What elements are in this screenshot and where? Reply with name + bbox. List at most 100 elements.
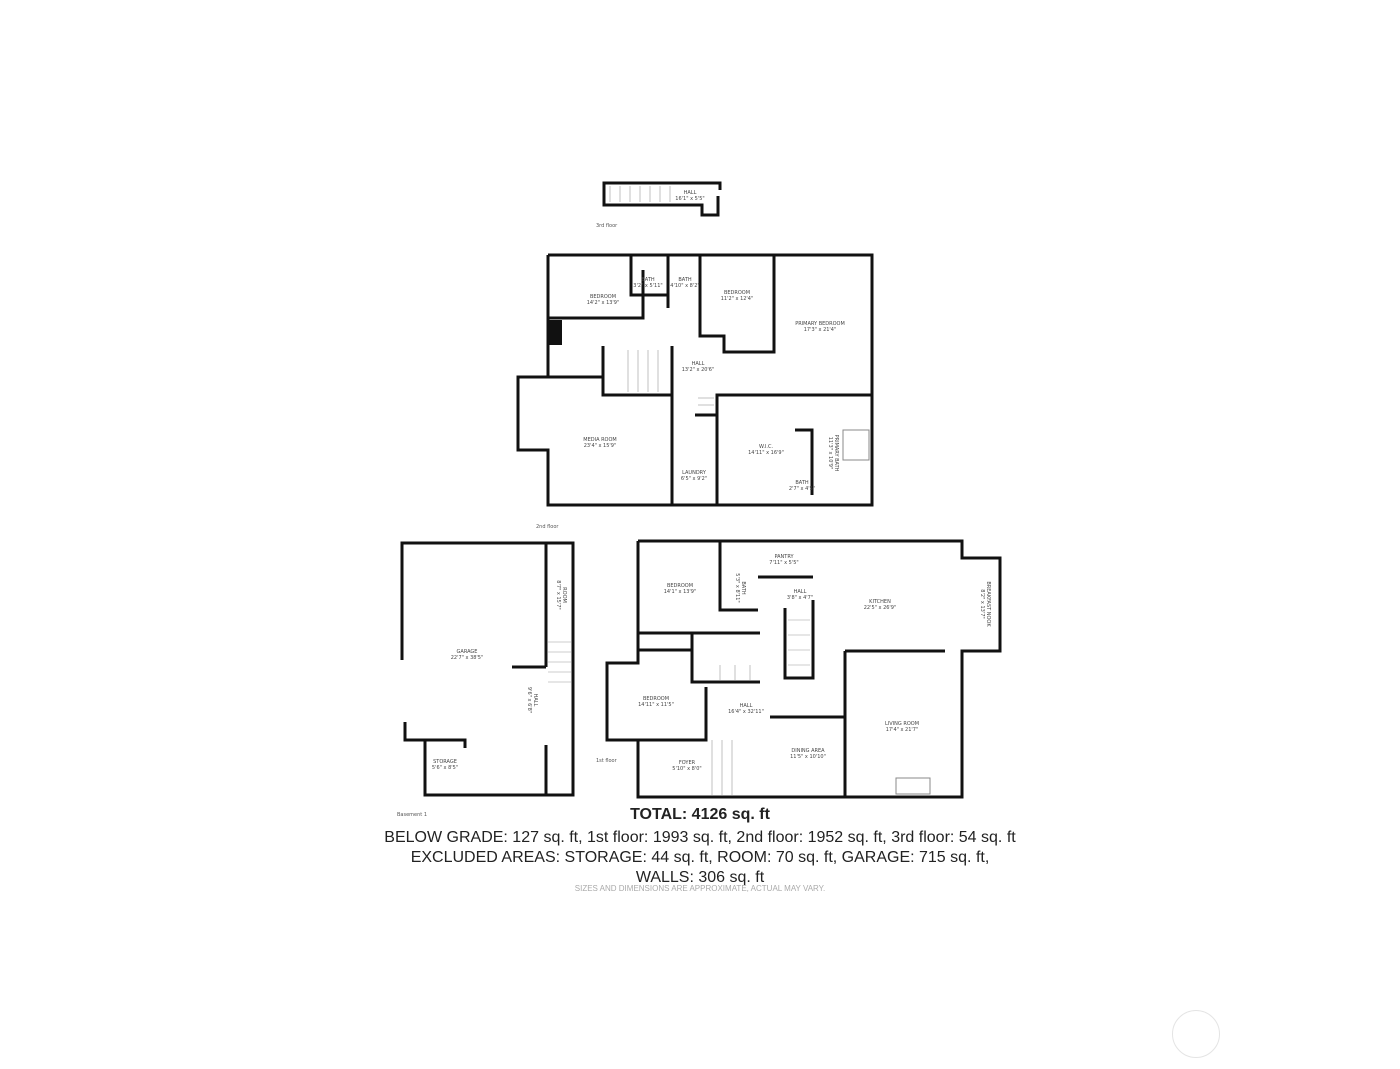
stairs — [627, 350, 714, 406]
room-dims: 22'5" x 26'9" — [863, 605, 897, 611]
room-name: W.I.C. — [758, 444, 774, 450]
room-name: BEDROOM — [666, 583, 694, 589]
third-floor-walls — [602, 181, 722, 217]
room-dims: 22'7" x 38'5" — [450, 655, 484, 661]
room-name: BREAKFAST NOOK — [985, 581, 991, 627]
room-dims: 9'6" x 6'8" — [526, 686, 532, 714]
room-dims: 13'2" x 20'6" — [681, 367, 715, 373]
room-dims: 7'11" x 5'5" — [769, 560, 799, 566]
room-name: HALL — [739, 703, 753, 709]
first-floor-walls — [605, 539, 1002, 799]
room-dims: 14'11" x 16'9" — [748, 450, 784, 456]
room-dims: 11'5" x 10'10" — [790, 754, 826, 760]
second-floor-walls — [516, 253, 874, 507]
room-dims: 3'8" x 4'7" — [786, 595, 814, 601]
room-dims: 8'7" x 15'7" — [555, 580, 561, 610]
room-dims: 16'4" x 32'11" — [728, 709, 764, 715]
room-dims: 4'10" x 8'2" — [670, 283, 700, 289]
stairs — [711, 619, 810, 795]
room-name: KITCHEN — [869, 599, 891, 605]
circle-button[interactable] — [1172, 1010, 1220, 1058]
fireplace — [895, 777, 931, 795]
total-area: TOTAL: 4126 sq. ft — [630, 806, 770, 823]
room-name: BATH — [641, 277, 655, 283]
room-name: HALL — [683, 190, 697, 196]
disclaimer: SIZES AND DIMENSIONS ARE APPROXIMATE, AC… — [574, 884, 826, 893]
room-name: BEDROOM — [723, 290, 751, 296]
room-name: DINING AREA — [791, 748, 825, 754]
walls-area: WALLS: 306 sq. ft — [635, 869, 765, 886]
floor-label: Basement 1 — [397, 812, 428, 818]
room-name: HALL — [532, 693, 538, 707]
floor-label: 1st floor — [596, 758, 617, 764]
basement-walls — [400, 541, 575, 797]
room-dims: 16'1" x 5'5" — [675, 196, 705, 202]
room-dims: 14'2" x 13'9" — [586, 300, 620, 306]
room-dims: 5'3" x 8'11" — [734, 573, 740, 603]
room-name: BATH — [740, 581, 746, 595]
room-dims: 14'1" x 13'9" — [663, 589, 697, 595]
room-name: LAUNDRY — [682, 470, 706, 476]
room-dims: 14'11" x 11'5" — [638, 702, 674, 708]
room-name: BATH — [795, 480, 809, 486]
room-name: PANTRY — [774, 554, 794, 560]
room-dims: 11'3" x 10'9" — [827, 436, 833, 470]
room-dims: 17'4" x 21'7" — [885, 727, 919, 733]
room-name: ROOM — [561, 587, 567, 603]
room-name: FOYER — [678, 760, 696, 766]
room-label: W.I.C.14'11" x 16'9" — [748, 444, 784, 456]
bathtub — [842, 429, 870, 461]
room-dims: 3'2" x 5'11" — [633, 283, 663, 289]
excluded-areas: EXCLUDED AREAS: STORAGE: 44 sq. ft, ROOM… — [410, 849, 990, 866]
area-breakdown: BELOW GRADE: 127 sq. ft, 1st floor: 1993… — [384, 829, 1016, 846]
room-name: LIVING ROOM — [884, 721, 920, 727]
room-name: MEDIA ROOM — [583, 437, 617, 443]
room-dims: 6'5" x 9'2" — [680, 476, 708, 482]
room-name: HALL — [793, 589, 807, 595]
stairs — [609, 186, 671, 202]
room-name: STORAGE — [433, 759, 457, 765]
room-dims: 17'3" x 21'4" — [803, 327, 837, 333]
room-dims: 11'2" x 12'4" — [720, 296, 754, 302]
room-dims: 5'10" x 8'0" — [672, 766, 702, 772]
floor-label: 2nd floor — [536, 524, 559, 530]
floor-label: 3rd floor — [596, 223, 618, 229]
room-dims: 23'4" x 15'9" — [583, 443, 617, 449]
room-name: HALL — [691, 361, 705, 367]
room-dims: 5'6" x 8'5" — [431, 765, 459, 771]
room-name: GARAGE — [456, 649, 478, 655]
stairs — [548, 641, 571, 683]
room-name: BEDROOM — [642, 696, 670, 702]
room-name: PRIMARY BEDROOM — [795, 321, 845, 327]
room-dims: 2'7" x 4'5" — [788, 486, 816, 492]
room-name: BATH — [678, 277, 692, 283]
room-name: PRIMARY BATH — [833, 434, 839, 472]
